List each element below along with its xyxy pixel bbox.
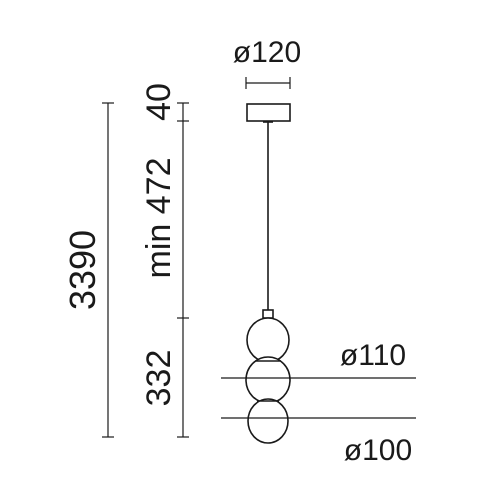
- canopy-height-label: 40: [140, 83, 178, 121]
- total-height-dimension: 3390: [62, 102, 114, 438]
- canopy: [246, 103, 291, 122]
- middle-globe: [245, 356, 291, 404]
- cable-connector: [262, 309, 274, 319]
- shade-upper-diameter-label: ø110: [340, 339, 406, 372]
- shade-height-label: 332: [140, 350, 178, 407]
- canopy-diameter-label: ø120: [233, 36, 301, 69]
- shade-lower-diameter-label: ø100: [344, 434, 412, 467]
- pendant-lamp: [245, 103, 291, 444]
- total-height-label: 3390: [62, 230, 103, 310]
- shade-diameter-dimensions: ø110 ø100: [221, 339, 416, 467]
- segment-dimensions: 40 min 472 332: [140, 83, 189, 438]
- bottom-globe: [247, 398, 289, 444]
- cable-min-length-label: min 472: [140, 158, 178, 279]
- canopy-diameter-dimension: ø120: [233, 36, 301, 89]
- top-globe: [246, 317, 290, 363]
